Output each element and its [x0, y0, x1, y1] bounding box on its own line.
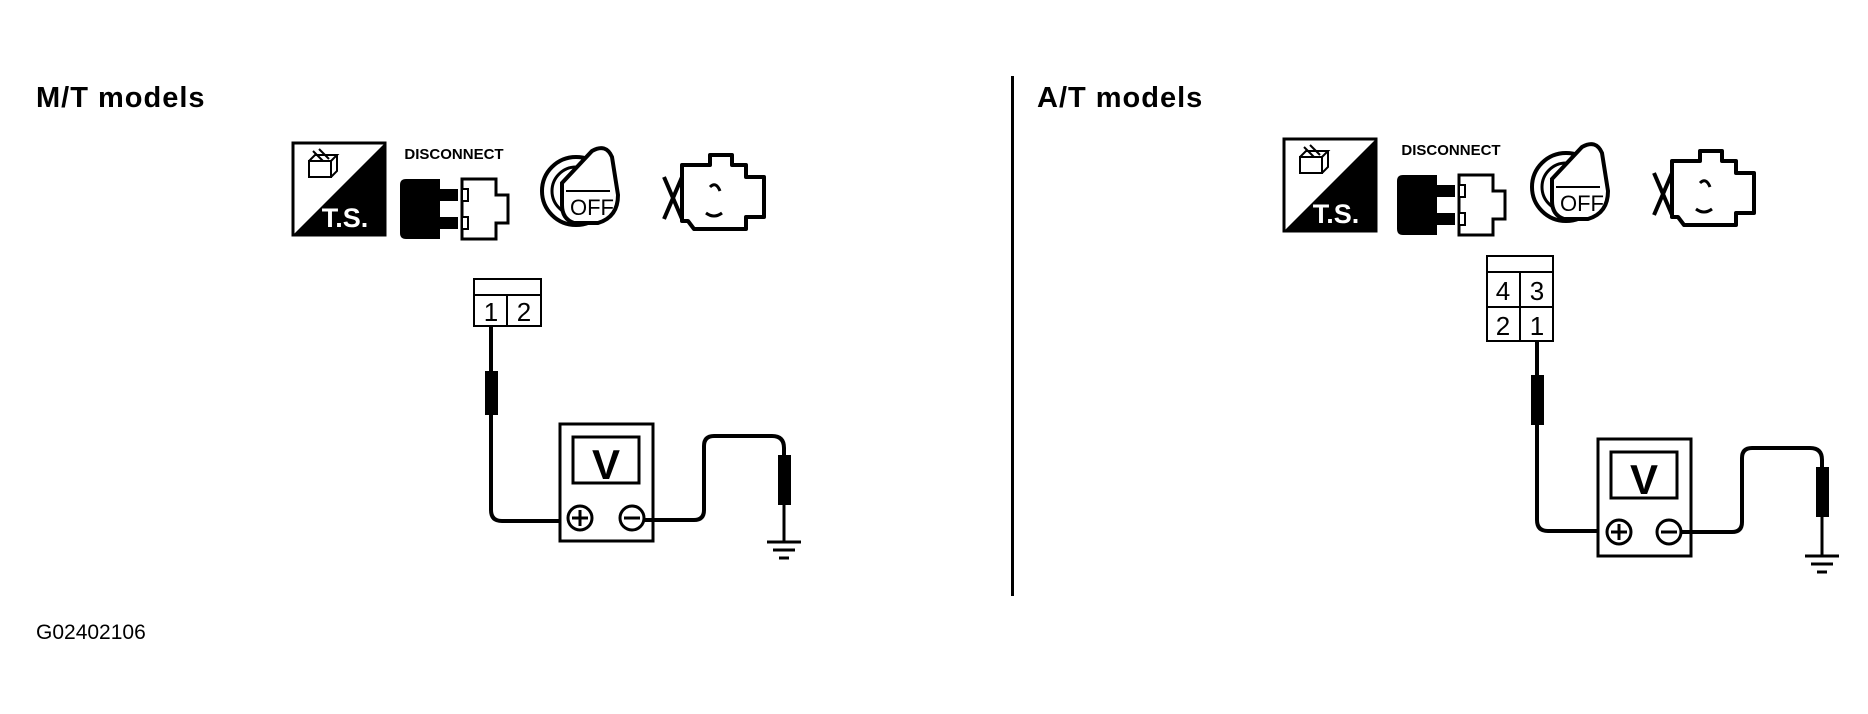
engine-stop-icon [662, 153, 766, 231]
figure-id: G02402106 [36, 621, 146, 644]
at-terminal-2: 2 [1496, 311, 1510, 341]
ignition-off-icon: OFF [1530, 142, 1611, 223]
ts-icon: T.S. [291, 141, 387, 237]
at-positive-lead [1531, 341, 1610, 533]
mt-voltmeter: V [558, 422, 655, 543]
at-negative-lead [1681, 446, 1829, 556]
panel-divider [1011, 76, 1014, 596]
mt-terminal-2: 2 [517, 297, 531, 327]
disconnect-icon: DISCONNECT [1397, 142, 1507, 237]
mt-models-title: M/T models [36, 82, 206, 114]
at-models-title: A/T models [1037, 82, 1204, 114]
mt-positive-lead [485, 326, 580, 523]
at-voltmeter-label: V [1630, 456, 1658, 503]
ignition-off-icon: OFF [540, 146, 621, 227]
ts-icon-label: T.S. [322, 203, 369, 233]
off-icon-label: OFF [1560, 191, 1604, 216]
disconnect-icon-label: DISCONNECT [1401, 142, 1500, 159]
mt-voltmeter-label: V [592, 441, 620, 488]
mt-panel: T.S. DISCONNECT OFF [291, 141, 801, 560]
mt-terminal-1: 1 [484, 297, 498, 327]
ts-icon: T.S. [1282, 137, 1378, 233]
at-terminal-4: 4 [1496, 276, 1510, 306]
engine-stop-icon [1652, 149, 1756, 227]
at-connector: 4 3 2 1 [1486, 255, 1554, 342]
at-voltmeter: V [1596, 437, 1693, 558]
mt-connector: 1 2 [473, 278, 542, 327]
at-terminal-3: 3 [1530, 276, 1544, 306]
disconnect-icon-label: DISCONNECT [404, 146, 503, 163]
ts-icon-label: T.S. [1313, 199, 1360, 229]
at-panel: T.S. DISCONNECT OFF [1282, 137, 1839, 574]
disconnect-icon: DISCONNECT [400, 146, 510, 241]
at-terminal-1: 1 [1530, 311, 1544, 341]
mt-negative-lead [644, 434, 791, 542]
mt-ground-icon [767, 540, 801, 560]
off-icon-label: OFF [570, 195, 614, 220]
at-ground-icon [1805, 554, 1839, 574]
